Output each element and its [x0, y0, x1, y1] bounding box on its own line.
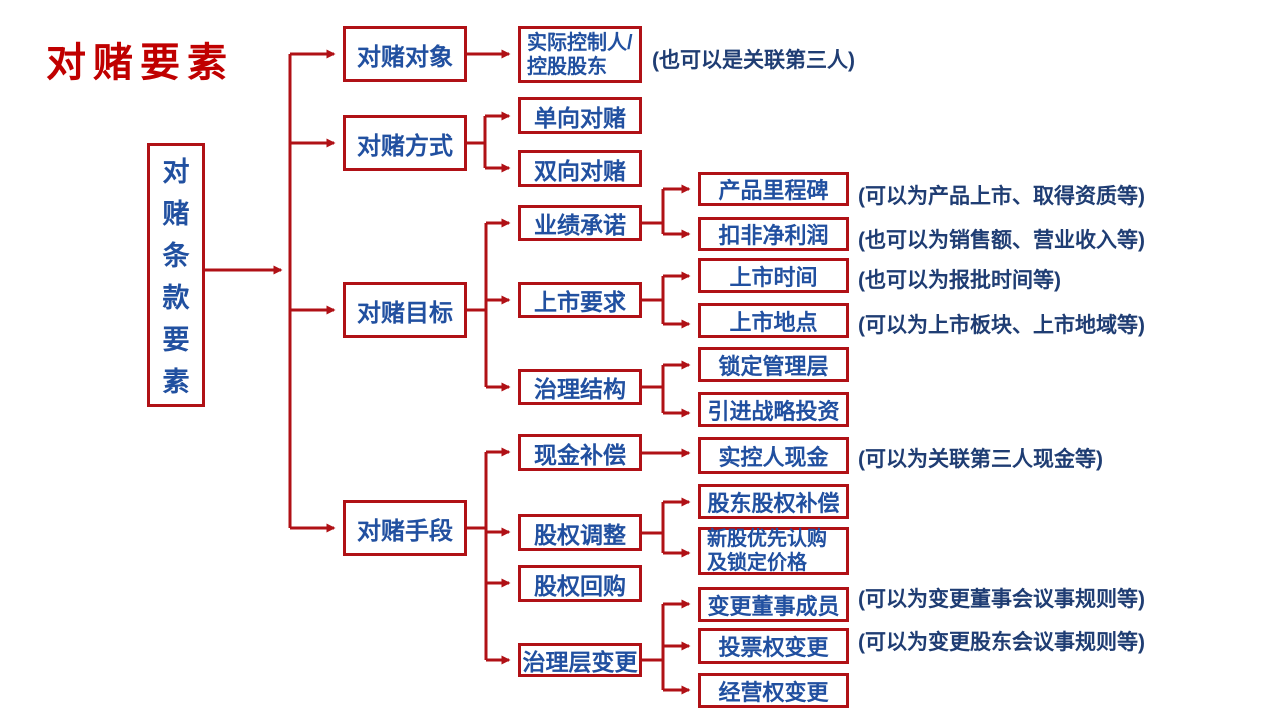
root-node: 对赌条款要素 — [147, 143, 205, 407]
node-governance-structure: 治理结构 — [518, 369, 642, 405]
node-bet-mode: 对赌方式 — [343, 115, 467, 171]
node-one-way-bet: 单向对赌 — [518, 97, 642, 134]
node-controller-cash: 实控人现金 — [698, 437, 849, 474]
node-strategic-investment: 引进战略投资 — [698, 392, 849, 427]
node-actual-controller: 实际控制人/ 控股股东 — [518, 26, 642, 83]
note-voting: (可以为变更股东会议事规则等) — [858, 631, 1145, 654]
node-performance-commitment: 业绩承诺 — [518, 205, 642, 241]
note-third-party: (也可以是关联第三人) — [652, 49, 855, 72]
note-directors: (可以为变更董事会议事规则等) — [858, 588, 1145, 611]
node-bet-method: 对赌手段 — [343, 500, 467, 556]
node-equity-buyback: 股权回购 — [518, 565, 642, 602]
node-lock-management: 锁定管理层 — [698, 347, 849, 382]
node-change-directors: 变更董事成员 — [698, 587, 849, 622]
node-net-profit: 扣非净利润 — [698, 217, 849, 251]
node-shareholder-equity-compensation: 股东股权补偿 — [698, 484, 849, 519]
node-governance-change: 治理层变更 — [518, 643, 642, 677]
node-bet-goal: 对赌目标 — [343, 282, 467, 338]
note-milestone: (可以为产品上市、取得资质等) — [858, 185, 1145, 208]
note-profit: (也可以为销售额、营业收入等) — [858, 229, 1145, 252]
page-title: 对赌要素 — [46, 41, 234, 85]
note-time: (也可以为报批时间等) — [858, 269, 1061, 292]
node-listing-venue: 上市地点 — [698, 303, 849, 338]
node-cash-compensation: 现金补偿 — [518, 434, 642, 471]
node-equity-adjustment: 股权调整 — [518, 514, 642, 551]
node-two-way-bet: 双向对赌 — [518, 150, 642, 187]
node-voting-rights-change: 投票权变更 — [698, 628, 849, 664]
node-counterparty-branch: 对赌对象 — [343, 26, 467, 82]
node-listing-requirement: 上市要求 — [518, 282, 642, 318]
node-product-milestone: 产品里程碑 — [698, 172, 849, 206]
node-management-rights-change: 经营权变更 — [698, 673, 849, 708]
node-listing-time: 上市时间 — [698, 258, 849, 293]
note-cash: (可以为关联第三人现金等) — [858, 448, 1103, 471]
node-preemptive-subscription: 新股优先认购 及锁定价格 — [698, 527, 849, 575]
note-venue: (可以为上市板块、上市地域等) — [858, 314, 1145, 337]
